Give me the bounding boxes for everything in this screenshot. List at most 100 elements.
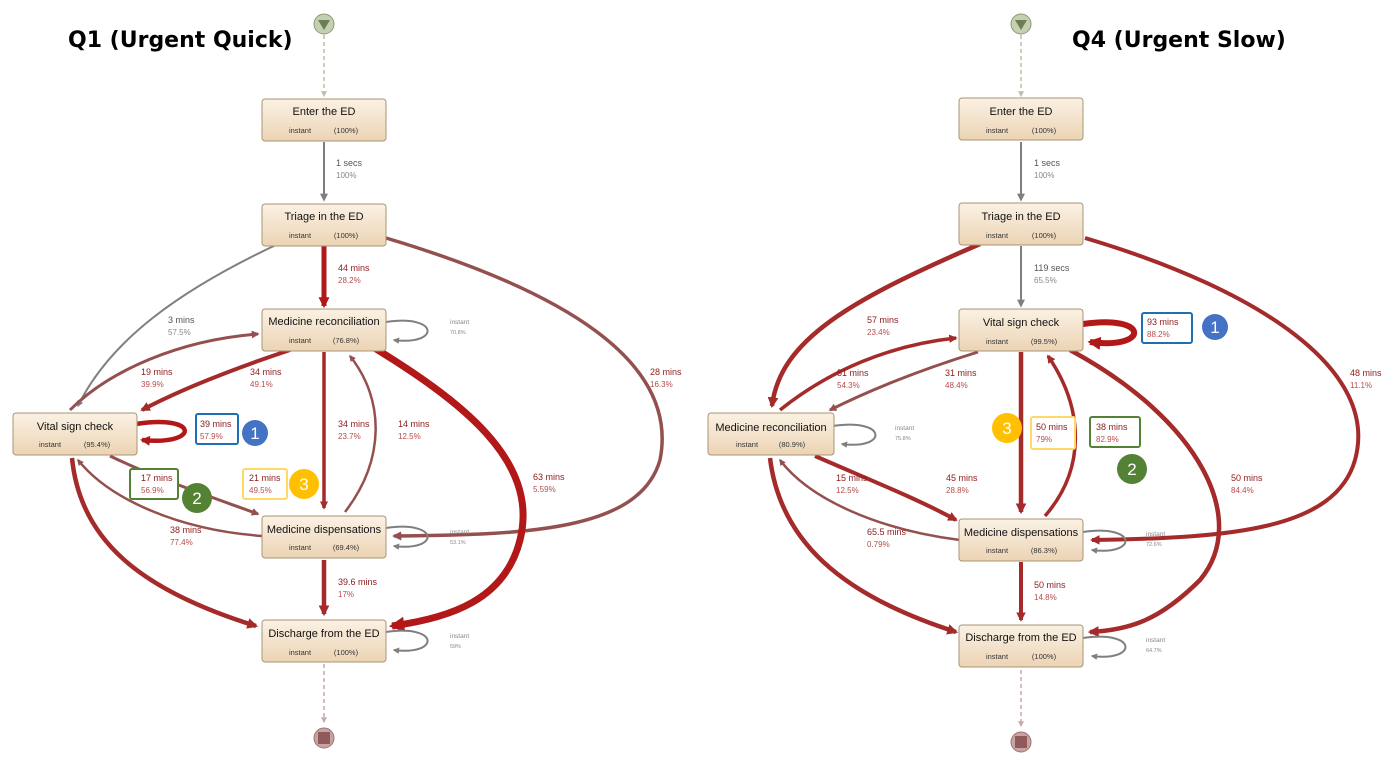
q1-node-enter-time: instant: [289, 126, 312, 135]
q1-label-triage-vital-time: 3 mins: [168, 315, 195, 325]
q4-node-medrec-name: Medicine reconciliation: [715, 422, 826, 434]
q4-end-icon: [1010, 731, 1032, 753]
q4-loop-disp-pct: 72.6%: [1146, 542, 1162, 548]
q4-label-medrec-discharge-pct: 0.79%: [867, 540, 890, 549]
q4-node-discharge-pct: (100%): [1032, 652, 1057, 661]
q4-edge-disp-medrec: [779, 458, 961, 542]
q1-node-enter-name: Enter the ED: [293, 106, 356, 118]
q1-node-vital-pct: (95.4%): [84, 440, 111, 449]
q4-label-triage-disp-time: 48 mins: [1350, 368, 1382, 378]
q4-edge-triage-medrec: [767, 241, 981, 409]
q1-node-triage-time: instant: [289, 231, 312, 240]
q1-node-triage[interactable]: Triage in the ED instant (100%): [261, 203, 387, 247]
q4-label-medrec-disp-pct: 28.8%: [946, 486, 969, 495]
q4-boxed-disp-vital-pct: 82.9%: [1096, 435, 1119, 444]
q4-node-triage[interactable]: Triage in the ED instant (100%): [958, 202, 1084, 246]
q1-edge-disp-vital: [77, 458, 263, 538]
q1-node-disp-name: Medicine dispensations: [267, 524, 382, 536]
q4-badge-1: 1: [1202, 314, 1228, 340]
q1-node-medrec-time: instant: [289, 336, 312, 345]
q4-node-enter[interactable]: Enter the ED instant (100%): [958, 97, 1084, 141]
q1-edge-vital-medrec: [68, 330, 260, 412]
q1-edge-triage-vital: [77, 243, 279, 408]
q1-badge-2-text: 2: [192, 489, 201, 508]
q1-boxed-vital-disp-pct: 56.9%: [141, 486, 164, 495]
q4-node-medrec-time: instant: [736, 440, 759, 449]
q4-start-icon: [1010, 13, 1032, 35]
q4-label-triage-vital-time: 119 secs: [1034, 263, 1070, 273]
q4-node-disp-time: instant: [986, 546, 1009, 555]
q4-highlight-vital-disp: 50 mins 79%: [1030, 416, 1076, 450]
q1-label-disp-vital-time: 38 mins: [170, 525, 202, 535]
q4-loop-discharge: [1082, 635, 1127, 660]
q1-highlight-vital-self: 39 mins 57.9%: [195, 413, 239, 445]
q1-label-disp-discharge-pct: 17%: [338, 590, 354, 599]
q4-edge-medrec-disp: [814, 454, 958, 522]
q1-loop-vital: [135, 419, 187, 446]
q1-node-discharge-pct: (100%): [334, 648, 359, 657]
q1-start-icon: [313, 13, 335, 35]
q1-node-medrec[interactable]: Medicine reconciliation instant (76.8%): [261, 308, 387, 352]
q4-edge-medrec-discharge: [767, 457, 959, 635]
q4-label-vital-discharge-time: 50 mins: [1231, 473, 1263, 483]
q4-boxed-vital-self-pct: 88.2%: [1147, 330, 1170, 339]
q4-loop-discharge-pct: 64.7%: [1146, 648, 1162, 654]
q4-node-triage-name: Triage in the ED: [981, 211, 1060, 223]
q4-loop-disp-time: instant: [1146, 531, 1165, 538]
q1-node-enter[interactable]: Enter the ED instant (100%): [261, 98, 387, 142]
q4-edge-vital-medrec: [828, 350, 979, 412]
q1-node-disp[interactable]: Medicine dispensations instant (69.4%): [261, 515, 387, 559]
q1-node-vital[interactable]: Vital sign check instant (95.4%): [12, 412, 138, 456]
q4-node-disp[interactable]: Medicine dispensations instant (86.3%): [958, 518, 1084, 562]
q1-loop-disp: [385, 525, 429, 550]
q4-label-disp-discharge-time: 50 mins: [1034, 580, 1066, 590]
q1-node-vital-name: Vital sign check: [37, 421, 114, 433]
q4-label-medrec-vital-time: 51 mins: [837, 368, 869, 378]
q1-loop-labels: instant 70.8% instant 53.1% instant 59%: [450, 319, 469, 650]
q4-loop-medrec-time: instant: [895, 425, 914, 432]
q1-loop-discharge-pct: 59%: [450, 644, 461, 650]
q1-loop-disp-time: instant: [450, 529, 469, 536]
q1-node-disp-time: instant: [289, 543, 312, 552]
q4-loop-medrec: [832, 423, 877, 448]
q4-label-triage-vital-pct: 65.5%: [1034, 276, 1057, 285]
q4-node-medrec-pct: (80.9%): [779, 440, 806, 449]
q1-node-medrec-name: Medicine reconciliation: [268, 316, 379, 328]
q4-node-triage-pct: (100%): [1032, 231, 1057, 240]
q4-label-medrec-disp-time: 45 mins: [946, 473, 978, 483]
q4-node-enter-time: instant: [986, 126, 1009, 135]
q1-label-medrec-discharge-time: 63 mins: [533, 472, 565, 482]
q1-node-vital-time: instant: [39, 440, 62, 449]
q1-boxed-vital-disp-time: 17 mins: [141, 473, 173, 483]
q1-loop-disp-pct: 53.1%: [450, 540, 466, 546]
q4-badge-3-text: 3: [1002, 419, 1011, 438]
q4-badge-2: 2: [1117, 454, 1147, 484]
q4-edge-medrec-vital: [778, 334, 958, 412]
q1-label-triage-disp-time: 28 mins: [650, 367, 682, 377]
q1-highlight-vital-disp: 17 mins 56.9%: [129, 468, 179, 500]
q1-badge-2: 2: [182, 483, 212, 513]
q4-boxed-vital-disp-time: 50 mins: [1036, 422, 1068, 432]
q4-label-triage-medrec-time: 57 mins: [867, 315, 899, 325]
q1-node-discharge-time: instant: [289, 648, 312, 657]
q4-node-disp-pct: (86.3%): [1031, 546, 1058, 555]
q1-edge-vital-discharge: [69, 457, 259, 629]
q1-edge-medrec-discharge: [366, 341, 527, 632]
q1-highlight-medrec-disp: 21 mins 49.5%: [242, 468, 288, 500]
q4-loop-discharge-time: instant: [1146, 637, 1165, 644]
q4-node-enter-pct: (100%): [1032, 126, 1057, 135]
q4-boxed-vital-self-time: 93 mins: [1147, 317, 1179, 327]
q4-edge-labels: 1 secs 100% 119 secs 65.5% 57 mins 23.4%…: [836, 158, 1382, 602]
q1-boxed-vital-self-pct: 57.9%: [200, 432, 223, 441]
q4-node-medrec[interactable]: Medicine reconciliation instant (80.9%): [707, 412, 835, 456]
q4-node-vital[interactable]: Vital sign check instant (99.5%): [958, 308, 1084, 352]
q1-label-enter-triage-time: 1 secs: [336, 158, 363, 168]
q1-node-discharge[interactable]: Discharge from the ED instant (100%): [261, 619, 387, 663]
q1-label-vital-medrec-time: 19 mins: [141, 367, 173, 377]
q1-loop-medrec-pct: 70.8%: [450, 330, 466, 336]
q4-badge-3: 3: [992, 413, 1022, 443]
q4-badge-2-text: 2: [1127, 460, 1136, 479]
q4-node-triage-time: instant: [986, 231, 1009, 240]
q4-node-discharge[interactable]: Discharge from the ED instant (100%): [958, 624, 1084, 668]
